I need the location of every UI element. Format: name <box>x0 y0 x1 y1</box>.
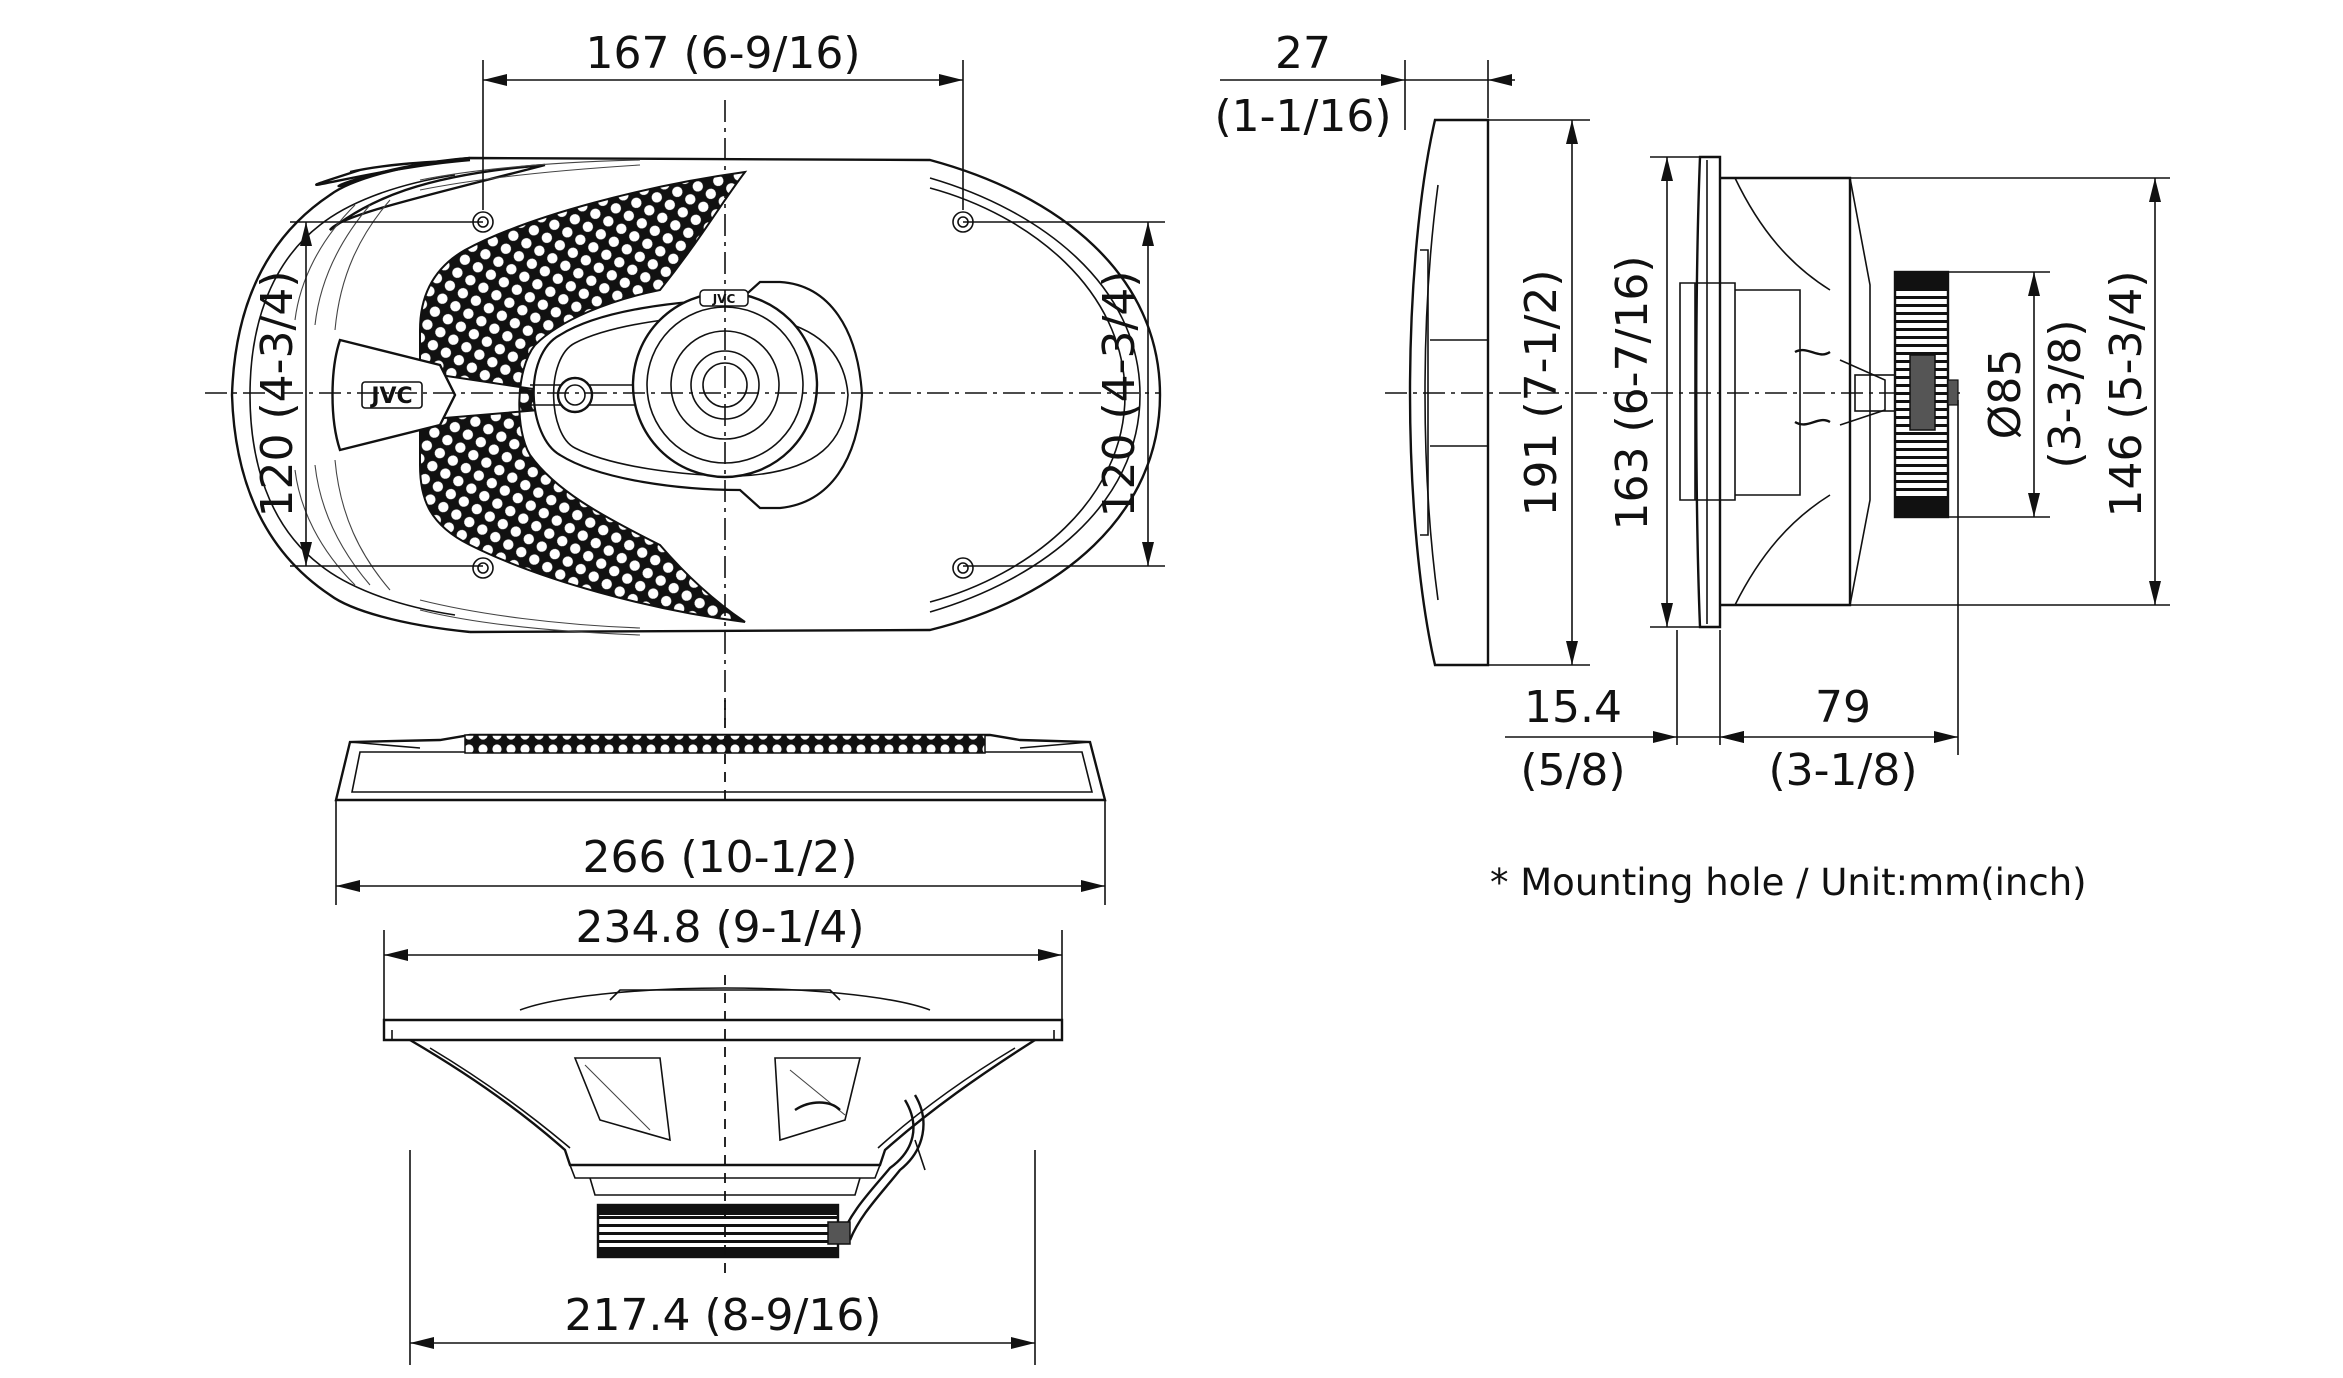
dim-front-width: 167 (6-9/16) <box>586 28 861 79</box>
grille-mesh <box>419 170 748 623</box>
dim-grille-depth-in: (1-1/16) <box>1214 91 1391 142</box>
dim-front-height-left: 120 (4-3/4) <box>252 271 303 518</box>
jvc-logo: JVC <box>361 381 423 409</box>
dim-frame-height: 146 (5-3/4) <box>2101 271 2152 518</box>
dim-flange-depth-in: (5/8) <box>1520 745 1625 796</box>
footnote: * Mounting hole / Unit:mm(inch) <box>1490 861 2087 904</box>
dim-overall-width: 266 (10-1/2) <box>583 832 858 883</box>
dim-magnet-dia-mm: Ø85 <box>1980 349 2031 440</box>
dim-basket-width: 217.4 (8-9/16) <box>565 1290 882 1341</box>
side-profile-view: 27 (1-1/16) 191 (7-1/2) 1 <box>1214 28 2170 904</box>
dim-grille-depth-mm: 27 <box>1275 28 1331 79</box>
front-view: JVC JVC 167 (6-9 <box>205 28 1165 720</box>
top-view: 266 (10-1/2) <box>334 700 1107 905</box>
dim-outer-height: 191 (7-1/2) <box>1516 270 1567 517</box>
dim-cutout-height: 163 (6-7/16) <box>1607 256 1658 531</box>
dim-flange-depth-mm: 15.4 <box>1524 682 1622 733</box>
dim-mount-depth-in: (3-1/8) <box>1768 745 1917 796</box>
bottom-side-view: 234.8 (9-1/4) 217.4 <box>382 902 1064 1365</box>
dim-magnet-dia-in: (3-3/8) <box>2040 319 2091 468</box>
dim-front-height-right: 120 (4-3/4) <box>1094 271 1145 518</box>
dim-hole-width: 234.8 (9-1/4) <box>576 902 865 953</box>
svg-text:JVC: JVC <box>369 384 412 409</box>
svg-text:JVC: JVC <box>712 292 736 306</box>
dim-mount-depth-mm: 79 <box>1815 682 1871 733</box>
